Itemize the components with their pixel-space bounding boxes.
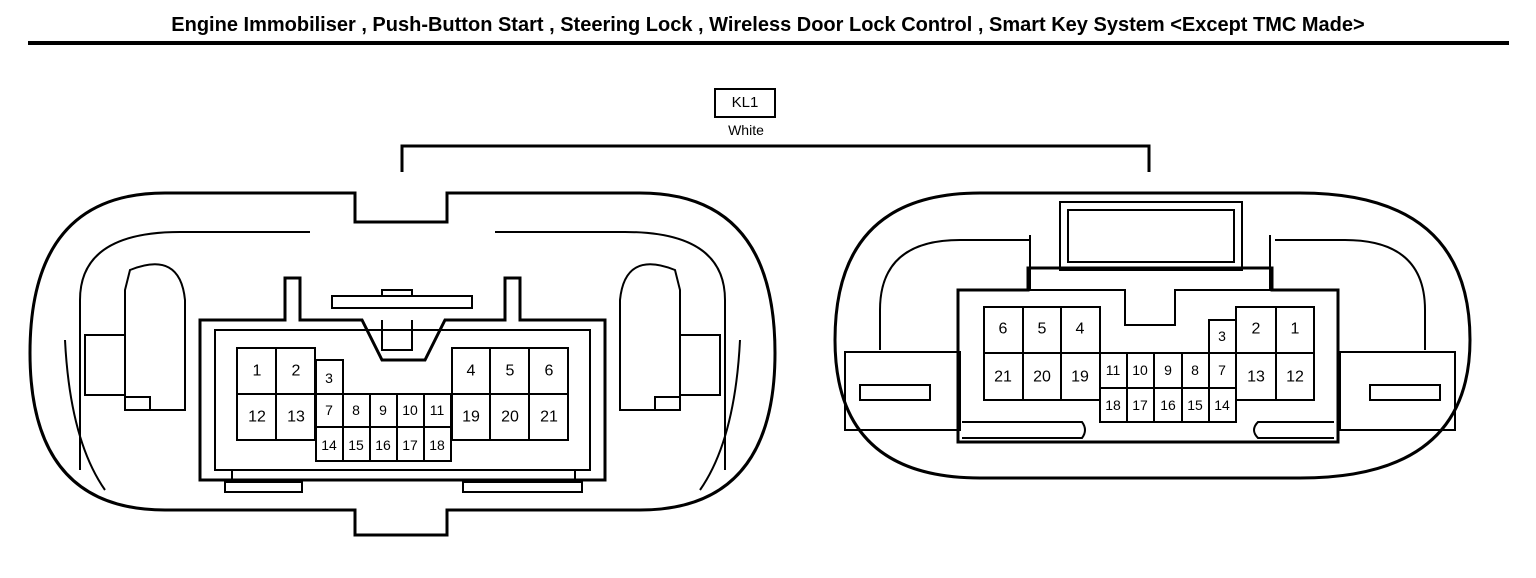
right-pin-label: 21 <box>994 369 1012 386</box>
left-latch-right <box>619 263 721 411</box>
left-pin-label: 3 <box>325 370 333 386</box>
title-rule <box>28 41 1509 45</box>
left-pin-label: 19 <box>462 409 480 426</box>
left-pin-label: 10 <box>402 402 418 418</box>
right-pin-label: 17 <box>1132 397 1148 413</box>
left-pin-label: 8 <box>352 402 360 418</box>
right-pin-label: 12 <box>1286 369 1304 386</box>
left-pin-label: 17 <box>402 437 418 453</box>
right-pin-label: 10 <box>1132 362 1148 378</box>
left-pin-label: 20 <box>501 409 519 426</box>
left-pin-label: 18 <box>429 437 445 453</box>
right-pin-label: 16 <box>1160 397 1176 413</box>
left-pin-label: 1 <box>253 363 262 380</box>
right-pin-grid <box>983 306 1315 423</box>
left-pin-label: 11 <box>430 402 445 418</box>
left-pin-label: 4 <box>467 363 476 380</box>
right-top-latch <box>1059 201 1243 271</box>
left-pin-label: 14 <box>321 437 337 453</box>
left-pin-label: 9 <box>379 402 387 418</box>
right-cavity-frame <box>956 266 1340 444</box>
connector-color-label: White <box>728 122 764 138</box>
left-cavity-frame <box>198 276 607 482</box>
right-pin-label: 13 <box>1247 369 1265 386</box>
right-pin-label: 11 <box>1106 362 1121 378</box>
connector-code-label: KL1 <box>714 88 776 118</box>
right-pin-label: 14 <box>1214 397 1230 413</box>
right-inner-shell <box>879 239 1426 350</box>
left-latch-nubs <box>124 396 681 411</box>
right-pin-label: 7 <box>1218 362 1226 378</box>
right-pin-label: 8 <box>1191 362 1199 378</box>
left-pin-label: 5 <box>506 363 515 380</box>
right-pin-label: 2 <box>1252 321 1261 338</box>
left-pin-label: 2 <box>292 363 301 380</box>
right-pin-label: 15 <box>1187 397 1203 413</box>
left-pin-label: 16 <box>375 437 391 453</box>
left-connector-view <box>28 191 777 537</box>
right-pin-label: 3 <box>1218 328 1226 344</box>
right-pin-label: 19 <box>1071 369 1089 386</box>
left-pin-label: 21 <box>540 409 558 426</box>
left-pin-grid <box>236 347 569 462</box>
right-connector-view <box>833 191 1472 480</box>
right-pin-label: 9 <box>1164 362 1172 378</box>
right-housing-outline <box>833 191 1472 480</box>
right-pin-label: 5 <box>1038 321 1047 338</box>
left-latch-left <box>84 263 186 411</box>
right-pin-label: 4 <box>1076 321 1085 338</box>
left-pin-label: 13 <box>287 409 305 426</box>
left-pin-label: 6 <box>545 363 554 380</box>
page-title: Engine Immobiliser , Push-Button Start ,… <box>171 14 1365 36</box>
right-pin-label: 20 <box>1033 369 1051 386</box>
left-pin-label: 7 <box>325 402 333 418</box>
left-inner-shell <box>79 231 726 470</box>
bracket-line <box>400 144 1151 172</box>
right-pin-label: 1 <box>1291 321 1300 338</box>
left-pin-label: 15 <box>348 437 364 453</box>
right-pin-label: 18 <box>1105 397 1121 413</box>
left-pin-label: 12 <box>248 409 266 426</box>
left-housing-outline <box>28 191 777 537</box>
right-pin-label: 6 <box>999 321 1008 338</box>
